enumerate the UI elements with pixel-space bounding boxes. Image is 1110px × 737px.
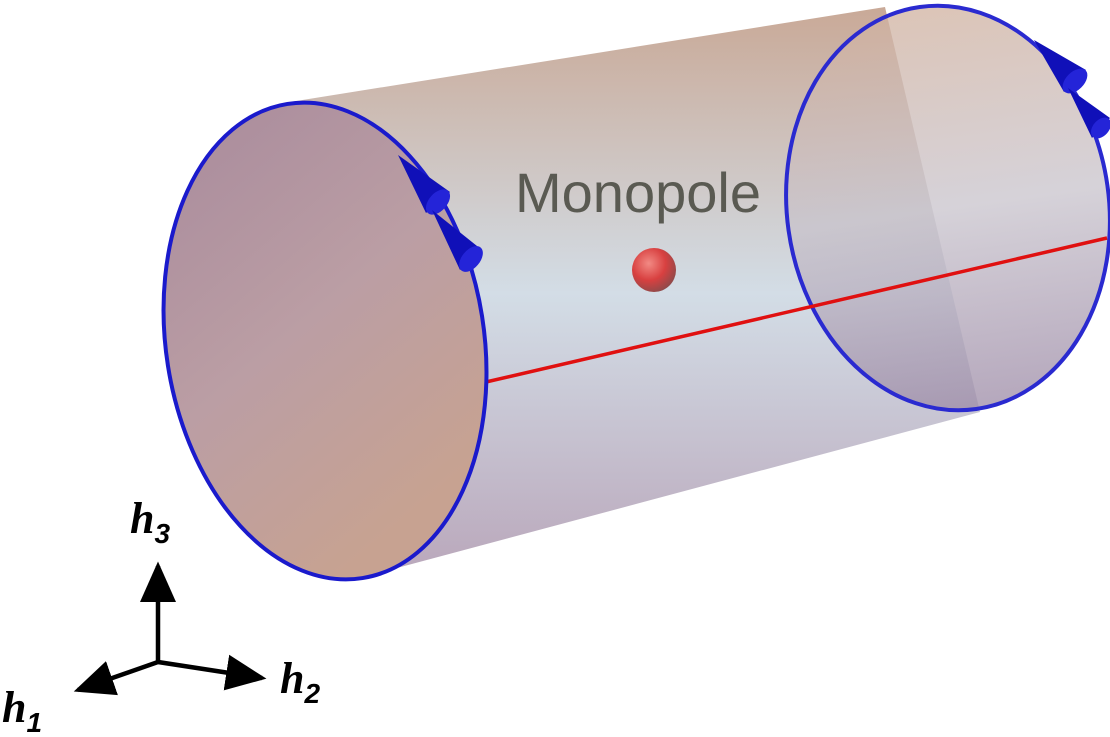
monopole-sphere bbox=[632, 248, 676, 292]
dirac-string-line bbox=[485, 236, 1108, 384]
axis-h2 bbox=[157, 654, 267, 691]
near-cap bbox=[161, 100, 489, 582]
near-cap-arrow-1 bbox=[398, 155, 451, 215]
axes-triad: h3 h2 h1 bbox=[2, 494, 320, 737]
near-cap-arrow-2 bbox=[432, 210, 483, 272]
monopole-label: Monopole bbox=[515, 161, 761, 224]
far-cap-arrow-1 bbox=[1034, 40, 1088, 94]
axis-h1-label: h1 bbox=[2, 683, 42, 737]
axis-h1 bbox=[73, 659, 159, 696]
far-cap bbox=[784, 3, 1110, 413]
far-cap-arrow-2 bbox=[1068, 88, 1110, 139]
axis-h3-label: h3 bbox=[130, 494, 170, 549]
axis-h2-label: h2 bbox=[280, 654, 320, 709]
